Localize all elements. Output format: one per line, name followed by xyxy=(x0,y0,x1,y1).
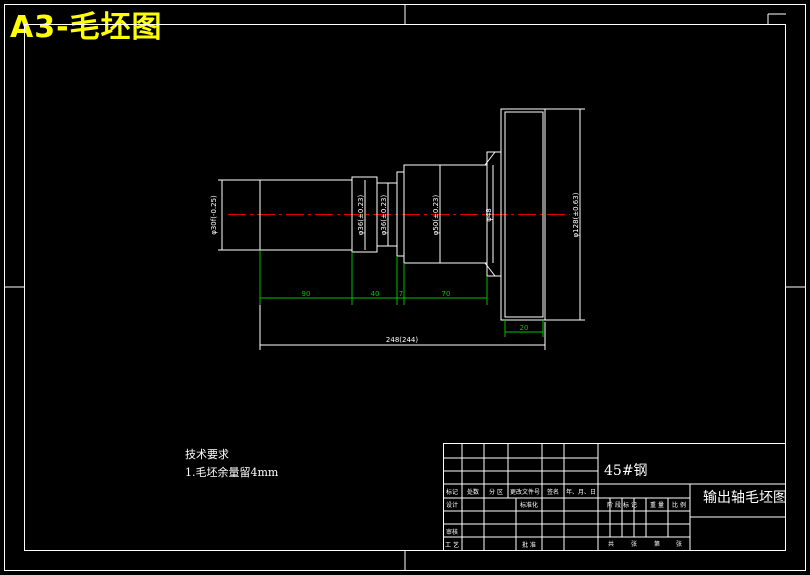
dim-d2: φ36(±0.23) xyxy=(357,195,365,236)
tb-sheet-di: 第 xyxy=(654,540,660,548)
sheet-border xyxy=(4,4,806,571)
dim-l4: 70 xyxy=(442,290,451,298)
dim-l2: 40 xyxy=(371,290,380,298)
tb-label-biaozhunhua: 标准化 xyxy=(520,501,538,509)
notes-item-1: 1.毛坯余量留4mm xyxy=(185,466,279,479)
tb-label-sheji: 设计 xyxy=(446,501,458,509)
tb-label-biaoji: 标记 xyxy=(446,488,458,496)
dim-l5: 20 xyxy=(520,324,529,332)
tb-label-shenhe: 审核 xyxy=(446,528,458,536)
tb-sheet-gong: 共 xyxy=(608,540,614,548)
tb-label-qianming: 签名 xyxy=(547,488,559,496)
sheet-title: A3-毛坯图 xyxy=(10,10,163,45)
length-dimensions xyxy=(259,250,544,337)
dim-overall: 248(244) xyxy=(386,336,418,344)
tb-sheet-zhang1: 张 xyxy=(631,540,637,548)
dim-d6: φ128(±0.63) xyxy=(572,192,580,237)
tb-stage-bili: 比 例 xyxy=(672,501,686,509)
tb-label-chushu: 处数 xyxy=(467,488,479,496)
dim-d5: φ48 xyxy=(485,208,493,222)
overall-dimension xyxy=(259,305,546,350)
tb-label-pizhun: 批 准 xyxy=(522,541,536,549)
tb-stage-zhongliang: 重 量 xyxy=(650,501,664,509)
technical-notes: 技术要求 1.毛坯余量留4mm xyxy=(185,446,278,482)
tb-label-fenqu: 分 区 xyxy=(489,488,503,496)
dim-l3: 7 xyxy=(399,290,403,298)
tb-sheet-zhang2: 张 xyxy=(676,540,682,548)
dim-l1: 90 xyxy=(302,290,311,298)
title-block-grid xyxy=(443,443,786,551)
tb-label-date: 年、月、日 xyxy=(566,488,596,496)
diameter-dimensions xyxy=(218,108,585,321)
tb-stage-jieduan: 阶 段 标 记 xyxy=(607,501,637,509)
dim-d4: φ50(±0.23) xyxy=(432,195,440,236)
tb-label-gengai: 更改文件号 xyxy=(510,488,540,496)
material-label: 45#钢 xyxy=(604,463,648,479)
dim-d3: φ36(±0.23) xyxy=(380,195,388,236)
dim-d1: φ30f(-0.25) xyxy=(210,195,218,235)
drawing-name: 输出轴毛坯图 xyxy=(703,490,787,506)
notes-heading: 技术要求 xyxy=(185,448,229,461)
tb-label-gongyi: 工 艺 xyxy=(445,541,459,549)
